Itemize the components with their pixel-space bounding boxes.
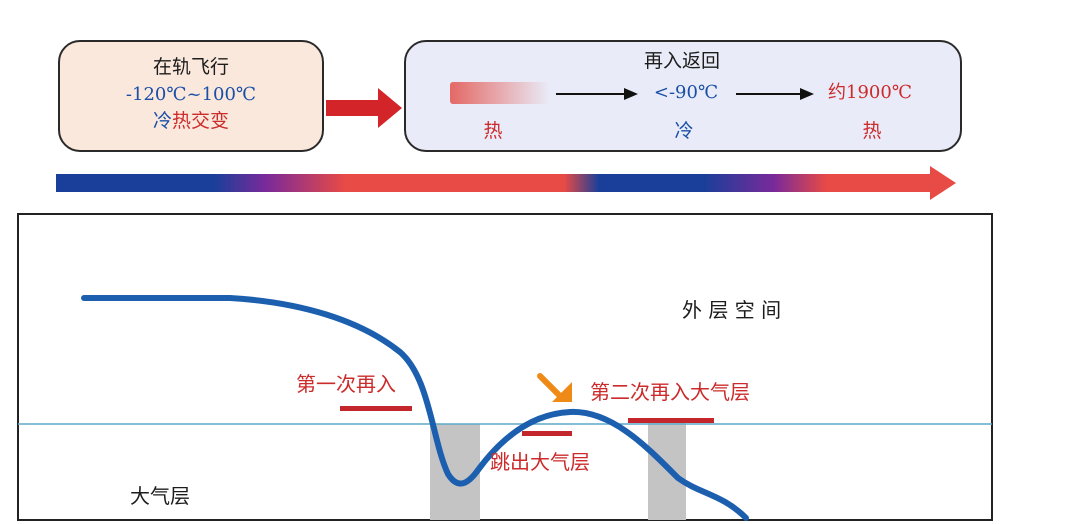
temperature-bar <box>56 174 932 192</box>
reentry-title: 再入返回 <box>643 50 721 72</box>
stage2-label: 冷 <box>674 120 694 142</box>
second-reentry-marker <box>628 418 714 423</box>
cycle-cold-text: 冷 <box>152 110 172 132</box>
cycle-hot-text: 热交变 <box>172 110 230 132</box>
stage1-label: 热 <box>483 120 503 142</box>
phase-transition-arrow <box>326 88 402 128</box>
orbit-phase-box <box>58 40 324 152</box>
outer-space-label: 外 层 空 间 <box>682 298 782 322</box>
heat-glow-stripe <box>450 82 550 104</box>
stage-arrow-2 <box>736 88 814 100</box>
temperature-bar-arrowhead <box>930 166 956 200</box>
stage3-label: 热 <box>862 120 882 142</box>
second-reentry-indicator-arrow <box>537 373 572 402</box>
first-reentry-label: 第一次再入 <box>296 372 396 396</box>
stage2-temperature: <-90℃ <box>653 82 719 103</box>
trajectory-frame <box>17 213 993 521</box>
orbit-temperature-range: -120℃~100℃ <box>125 84 257 105</box>
stage3-temperature: 约1900℃ <box>828 82 912 103</box>
skip-reentry-trajectory <box>81 295 749 521</box>
first-reentry-marker <box>340 406 412 411</box>
second-reentry-label: 第二次再入大气层 <box>590 380 750 404</box>
atmosphere-label: 大气层 <box>130 484 190 508</box>
orbit-thermal-cycle: 冷热交变 <box>153 112 229 131</box>
skip-out-marker <box>522 431 572 436</box>
skip-out-label: 跳出大气层 <box>490 450 590 474</box>
orbit-title: 在轨飞行 <box>152 56 230 78</box>
stage-arrow-1 <box>556 88 638 100</box>
